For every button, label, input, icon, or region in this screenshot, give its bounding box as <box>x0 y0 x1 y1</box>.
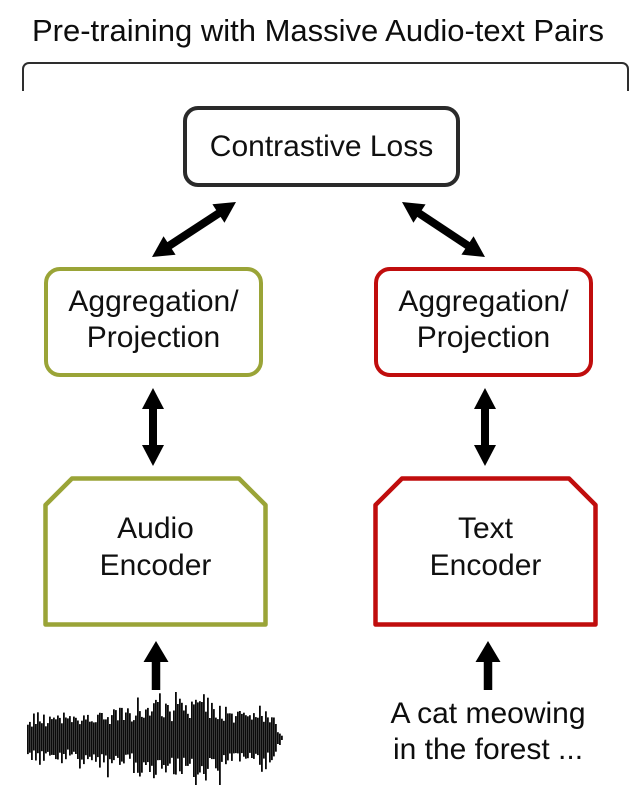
audio-aggregation-box: Aggregation/ Projection <box>44 267 263 377</box>
text-aggregation-label-line1: Aggregation/ <box>398 285 569 318</box>
arrow-caption-to-text-encoder <box>475 641 501 690</box>
text-input-caption-line2: in the forest ... <box>392 733 584 766</box>
contrastive-loss-label: Contrastive Loss <box>209 129 434 163</box>
page-title: Pre-training with Massive Audio-text Pai… <box>31 13 604 48</box>
audio-encoder-box: Audio Encoder <box>43 476 268 627</box>
arrow-loss-text-aggregation <box>402 202 485 257</box>
arrow-audio-aggregation-encoder <box>142 388 164 466</box>
audio-encoder-label-line2: Encoder <box>99 548 212 582</box>
title-bracket <box>22 62 629 91</box>
text-encoder-label-line1: Text <box>457 511 514 545</box>
text-aggregation-box: Aggregation/ Projection <box>374 267 593 377</box>
contrastive-loss-box: Contrastive Loss <box>183 106 460 187</box>
audio-waveform <box>27 692 283 785</box>
text-input-caption-line1: A cat meowing <box>390 697 586 730</box>
arrow-waveform-to-audio-encoder <box>143 641 169 690</box>
audio-aggregation-label-line2: Projection <box>86 321 221 354</box>
text-input-caption: A cat meowing in the forest ... <box>368 696 608 768</box>
audio-encoder-shape <box>43 476 268 627</box>
arrow-loss-audio-aggregation <box>152 202 236 257</box>
arrow-text-aggregation-encoder <box>474 388 496 466</box>
text-aggregation-label-line2: Projection <box>416 321 551 354</box>
audio-encoder-label-line1: Audio <box>117 511 194 545</box>
text-encoder-shape <box>373 476 598 627</box>
audio-aggregation-label-line1: Aggregation/ <box>68 285 239 318</box>
text-encoder-label-line2: Encoder <box>429 548 542 582</box>
text-encoder-box: Text Encoder <box>373 476 598 627</box>
